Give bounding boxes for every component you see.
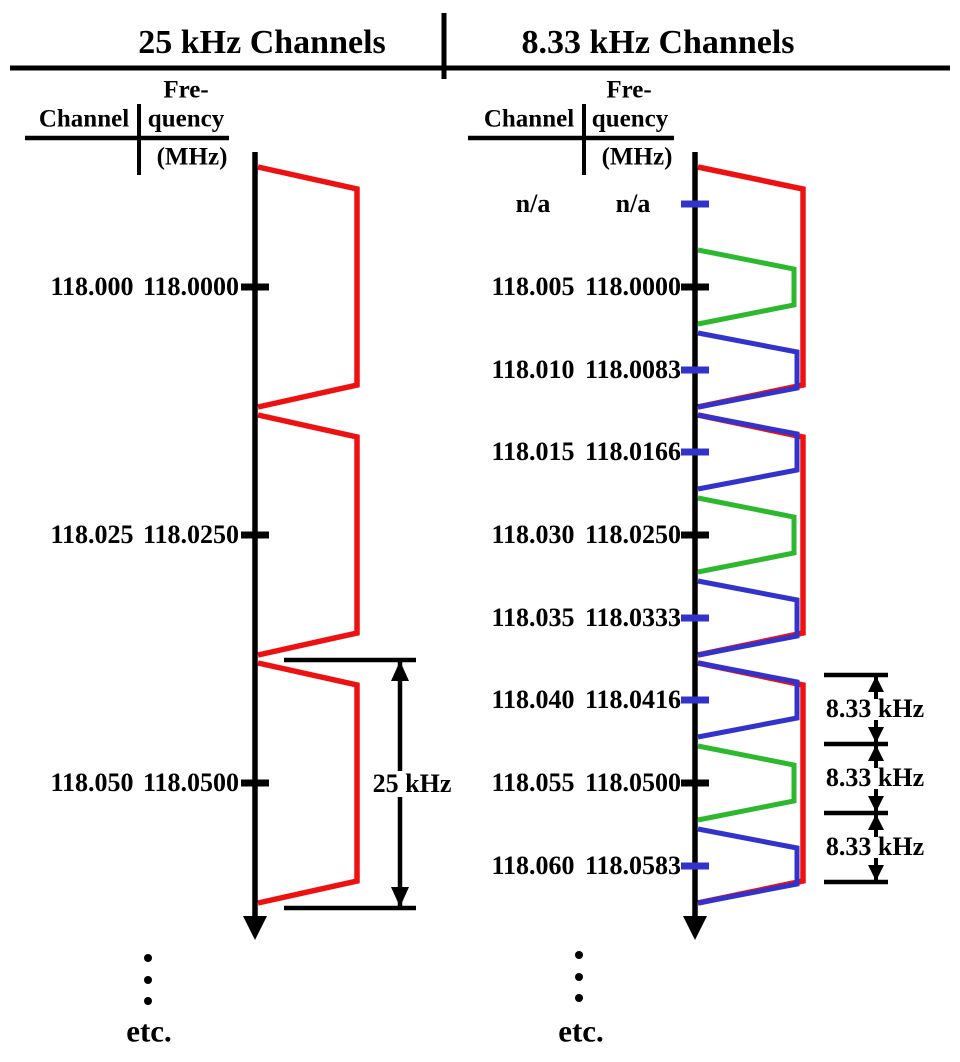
left-bracket-down-arrowhead (391, 887, 409, 907)
right-frequency-label: 118.0583 (584, 851, 682, 880)
right-25khz-channel-band (697, 412, 806, 658)
left-frequency-label: 118.0000 (142, 272, 240, 301)
right-833khz-channel-band (697, 826, 800, 906)
left-25khz-channel-band (257, 660, 360, 906)
right-channel-label: 118.005 (491, 272, 575, 301)
right-channel-label: 118.010 (491, 355, 575, 384)
right-833khz-channel-band (697, 578, 800, 658)
left-header-quency: quency (147, 105, 225, 133)
left-ellipsis-dot (144, 976, 152, 984)
right-header-fre: Fre- (606, 76, 652, 104)
left-title: 25 kHz Channels (138, 24, 386, 61)
right-etc-label: etc. (558, 1013, 604, 1049)
right-bracket-label-3: 8.33 kHz (825, 832, 925, 861)
right-channel-label: 118.055 (491, 768, 575, 797)
right-bracket-label-2: 8.33 kHz (825, 763, 925, 792)
left-bracket-label: 25 kHz (366, 771, 458, 797)
right-frequency-label: n/a (615, 189, 651, 218)
right-frequency-label: 118.0416 (584, 685, 682, 714)
right-channel-label: n/a (515, 189, 551, 218)
right-header-mhz: (MHz) (601, 143, 673, 171)
right-833khz-channel-band (697, 412, 800, 492)
right-ellipsis-dot (575, 994, 583, 1002)
left-header-fre: Fre- (163, 76, 209, 104)
right-25khz-channel-band (697, 164, 806, 410)
left-etc-label: etc. (126, 1013, 172, 1049)
right-frequency-label: 118.0083 (584, 355, 682, 384)
right-833khz-channel-band (697, 743, 797, 823)
right-frequency-label: 118.0000 (584, 272, 682, 301)
right-title: 8.33 kHz Channels (521, 24, 795, 61)
right-frequency-label: 118.0166 (584, 437, 682, 466)
right-bracket-down-arrowhead (868, 727, 884, 743)
right-header-quency: quency (591, 105, 669, 133)
right-channel-label: 118.030 (491, 520, 575, 549)
left-ellipsis-dot (144, 997, 152, 1005)
right-833khz-channel-band (697, 495, 797, 575)
left-axis-arrowhead (243, 916, 267, 940)
right-axis-arrowhead (683, 916, 707, 940)
right-channel-label: 118.040 (491, 685, 575, 714)
right-bracket-up-arrowhead (868, 676, 884, 692)
right-833khz-channel-band (697, 330, 800, 410)
left-25khz-channel-band (257, 164, 360, 410)
left-ellipsis-dot (144, 954, 152, 962)
right-833khz-channel-band (697, 247, 797, 327)
right-833khz-channel-band (697, 660, 800, 740)
right-bracket-label-1: 8.33 kHz (825, 694, 925, 723)
right-frequency-label: 118.0500 (584, 768, 682, 797)
right-channel-label: 118.035 (491, 603, 575, 632)
left-25khz-channel-band (257, 412, 360, 658)
right-channel-label: 118.015 (491, 437, 575, 466)
left-channel-label: 118.025 (50, 520, 134, 549)
left-header-channel: Channel (38, 105, 130, 133)
left-frequency-label: 118.0250 (142, 520, 240, 549)
right-ellipsis-dot (575, 973, 583, 981)
right-header-channel: Channel (483, 105, 575, 133)
right-channel-label: 118.060 (491, 851, 575, 880)
right-ellipsis-dot (575, 951, 583, 959)
left-channel-label: 118.000 (50, 272, 134, 301)
left-header-mhz: (MHz) (156, 143, 228, 171)
right-bracket-up-arrowhead (868, 745, 884, 761)
right-frequency-label: 118.0250 (584, 520, 682, 549)
right-frequency-label: 118.0333 (584, 603, 682, 632)
right-bracket-down-arrowhead (868, 865, 884, 881)
left-bracket-up-arrowhead (391, 661, 409, 681)
left-frequency-label: 118.0500 (142, 768, 240, 797)
right-bracket-down-arrowhead (868, 796, 884, 812)
right-25khz-channel-band (697, 660, 806, 906)
right-bracket-up-arrowhead (868, 814, 884, 830)
left-channel-label: 118.050 (50, 768, 134, 797)
